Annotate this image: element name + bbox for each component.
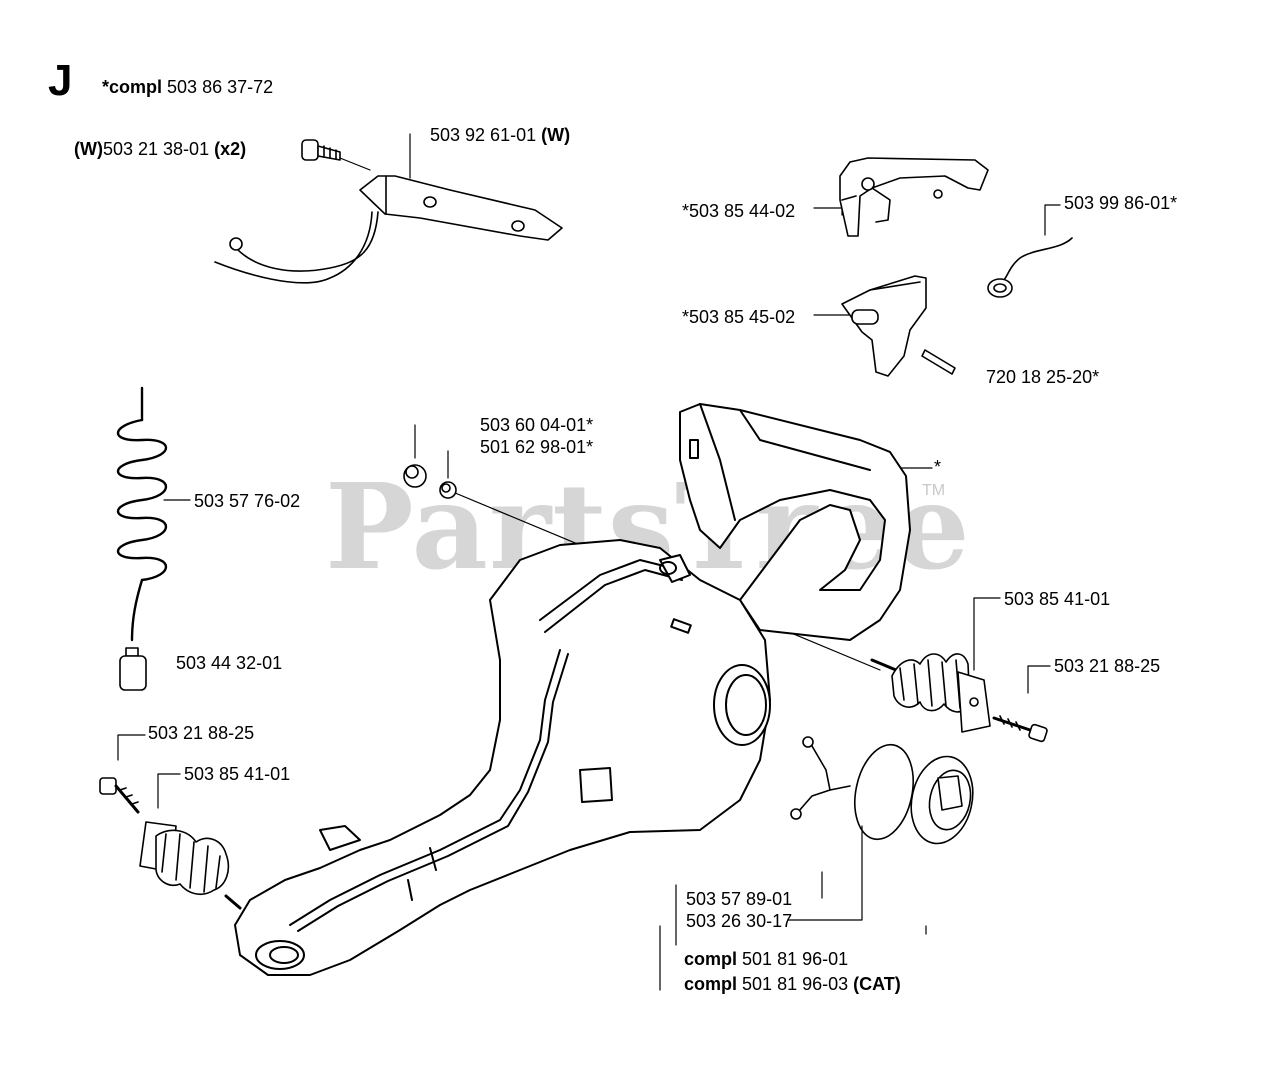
fuel-filter-drawing <box>119 647 147 691</box>
plugs-drawing <box>403 464 457 499</box>
fuel-hose-drawing <box>117 386 168 642</box>
callout-cap-compl-2-suffix: (CAT) <box>853 974 901 994</box>
callout-pin[interactable]: 720 18 25-20* <box>986 367 1100 387</box>
callout-cap-compl-2[interactable]: compl 501 81 96-03 (CAT) <box>684 973 901 995</box>
leader-screw-w <box>339 157 371 171</box>
callout-fuel-hose[interactable]: 503 57 76-02 <box>194 491 301 511</box>
callout-screw-w[interactable]: (W)503 21 38-01 (x2) <box>74 138 246 160</box>
callout-spring-wire[interactable]: 503 99 86-01* <box>1064 193 1178 213</box>
callout-av-spring-left[interactable]: 503 85 41-01 <box>184 764 291 784</box>
leader-screw-right <box>1027 665 1051 694</box>
callout-bracket-w[interactable]: 503 92 61-01 (W) <box>430 124 570 146</box>
callout-fuel-filter[interactable]: 503 44 32-01 <box>176 653 283 673</box>
callout-cap-part-b[interactable]: 503 26 30-17 <box>686 911 793 931</box>
leader-lines <box>117 133 1061 991</box>
leader-av-spring-left <box>157 773 181 809</box>
callout-cap-compl-1-prefix: compl <box>684 949 738 969</box>
callout-cap-part-a[interactable]: 503 57 89-01 <box>686 889 793 909</box>
callout-cap-compl-2-prefix: compl <box>684 974 738 994</box>
leader-av-spring-right <box>973 597 1001 671</box>
cap-assembly-drawing <box>790 736 974 845</box>
compl-number: 503 86 37-72 <box>167 77 274 97</box>
callout-cap-compl-2-number: 501 81 96-03 <box>742 974 849 994</box>
callout-cap-compl-1[interactable]: compl 501 81 96-01 <box>684 948 848 970</box>
callout-bracket-w-number: 503 92 61-01 <box>430 125 537 145</box>
screw-left-drawing <box>99 777 140 814</box>
compl-prefix: *compl <box>102 77 163 97</box>
av-spring-right-drawing <box>870 653 991 733</box>
leader-throttle-trigger <box>813 199 843 216</box>
trigger-lockout-drawing <box>841 275 956 377</box>
callout-bracket-w-suffix: (W) <box>541 125 571 145</box>
callout-plug-b[interactable]: 501 62 98-01* <box>480 437 594 457</box>
callout-av-spring-right[interactable]: 503 85 41-01 <box>1004 589 1111 609</box>
callout-screw-w-prefix: (W) <box>74 139 103 159</box>
throttle-trigger-drawing <box>839 157 989 237</box>
screw-w-drawing <box>301 139 341 161</box>
spring-wire-drawing <box>987 237 1073 298</box>
callout-cap-compl-1-number: 501 81 96-01 <box>742 949 849 969</box>
leader-screw-left <box>117 734 146 761</box>
callout-handle-star[interactable]: * <box>934 457 942 477</box>
callout-throttle-trigger[interactable]: *503 85 44-02 <box>682 201 796 221</box>
screw-right-drawing <box>992 715 1048 743</box>
av-spring-left-drawing <box>139 821 242 910</box>
callout-screw-left[interactable]: 503 21 88-25 <box>148 723 255 743</box>
callout-trigger-lockout[interactable]: *503 85 45-02 <box>682 307 796 327</box>
section-letter: J <box>48 56 73 105</box>
callout-plug-a[interactable]: 503 60 04-01* <box>480 415 594 435</box>
callout-screw-right[interactable]: 503 21 88-25 <box>1054 656 1161 676</box>
bracket-w-drawing <box>214 175 563 284</box>
compl-assembly-label[interactable]: *compl 503 86 37-72 <box>102 76 273 98</box>
callout-screw-w-number: 503 21 38-01 <box>102 139 210 159</box>
leader-spring-wire <box>1044 204 1061 236</box>
watermark-trademark: TM <box>922 482 946 499</box>
leader-cap-b <box>787 825 863 921</box>
callout-screw-w-suffix: (x2) <box>214 139 247 159</box>
handle-body-drawing <box>234 403 911 976</box>
